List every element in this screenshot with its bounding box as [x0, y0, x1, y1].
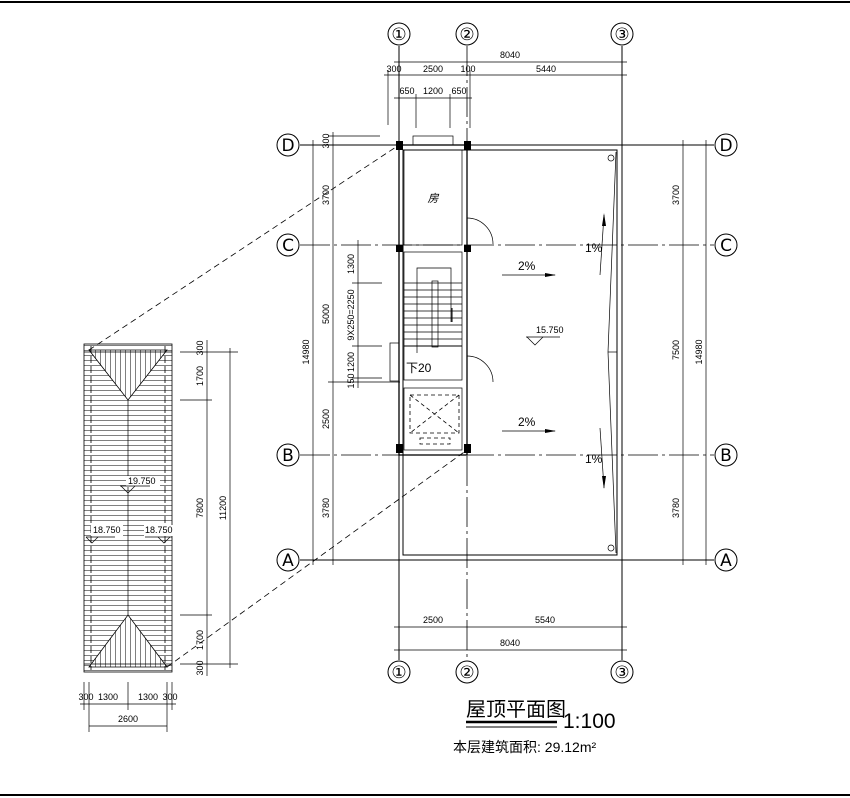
roof-elevation: 15.750	[536, 325, 564, 335]
drawing-title: 屋顶平面图	[466, 699, 566, 721]
svg-text:3700: 3700	[321, 185, 331, 205]
svg-text:1700: 1700	[195, 366, 205, 386]
projection-line	[88, 144, 400, 351]
stair-steps	[404, 267, 462, 353]
svg-text:5440: 5440	[536, 64, 556, 74]
svg-text:8040: 8040	[500, 638, 520, 648]
svg-text:A: A	[720, 551, 732, 571]
axis-bubble-B-right: B	[714, 443, 738, 467]
hip-roof-plan: 19.750 18.750 18.750 300 1700 7800 1700 …	[78, 340, 238, 732]
svg-text:1%: 1%	[585, 452, 603, 466]
svg-text:A: A	[282, 551, 294, 571]
floor-area-note: 本层建筑面积: 29.12m²	[453, 739, 596, 755]
svg-text:3700: 3700	[671, 185, 681, 205]
svg-text:②: ②	[459, 25, 474, 45]
svg-text:B: B	[282, 446, 294, 466]
slope-annotations: 2% 2% 1% 1% 15.750	[502, 213, 606, 489]
projection-line	[166, 449, 468, 668]
axis-bubble-1-top: ①	[387, 22, 411, 46]
svg-text:3780: 3780	[671, 498, 681, 518]
roof-drain-icon	[607, 154, 615, 162]
svg-text:14980: 14980	[694, 339, 704, 364]
axis-bubble-3-bottom: ③	[610, 660, 634, 684]
ridge-elevation: 19.750	[128, 476, 156, 486]
roof-drain-icon	[607, 544, 615, 552]
svg-text:14980: 14980	[301, 339, 311, 364]
svg-text:2%: 2%	[518, 415, 536, 429]
axis-grid	[300, 46, 714, 660]
dimensions-bottom: 2500 5540 8040	[394, 615, 627, 651]
svg-text:①: ①	[391, 25, 406, 45]
svg-text:7500: 7500	[671, 340, 681, 360]
svg-text:650: 650	[451, 86, 466, 96]
svg-text:C: C	[720, 236, 732, 256]
svg-text:1200: 1200	[346, 352, 356, 372]
dimensions-top: 8040 300 2500 100 5440 650 1200 650	[384, 50, 627, 128]
svg-text:D: D	[719, 136, 732, 156]
svg-text:2600: 2600	[118, 714, 138, 724]
svg-text:300: 300	[162, 692, 177, 702]
stair-core: 房 下20	[389, 135, 494, 456]
axis-bubble-D-left: D	[276, 133, 300, 157]
roof-parapet	[402, 149, 618, 556]
svg-text:7800: 7800	[195, 498, 205, 518]
svg-text:100: 100	[460, 64, 475, 74]
svg-text:150: 150	[346, 373, 356, 388]
svg-text:③: ③	[614, 663, 629, 683]
svg-text:B: B	[720, 446, 732, 466]
svg-text:①: ①	[391, 663, 406, 683]
dimensions-right: 3700 7500 3780 14980	[671, 140, 707, 565]
svg-text:300: 300	[195, 340, 205, 355]
svg-text:3780: 3780	[321, 498, 331, 518]
axis-bubble-C-right: C	[714, 233, 738, 257]
axis-bubble-2-bottom: ②	[455, 660, 479, 684]
axis-bubble-D-right: D	[714, 133, 738, 157]
svg-text:③: ③	[614, 25, 629, 45]
svg-text:9X250=2250: 9X250=2250	[346, 289, 356, 340]
room-label: 房	[428, 192, 440, 205]
svg-text:2%: 2%	[518, 259, 536, 273]
door-swing	[466, 217, 494, 245]
axis-bubble-2-top: ②	[455, 22, 479, 46]
axis-bubble-A-right: A	[714, 548, 738, 572]
svg-text:1300: 1300	[138, 692, 158, 702]
drawing-scale: 1:100	[563, 710, 616, 733]
svg-text:②: ②	[459, 663, 474, 683]
svg-text:300: 300	[321, 133, 331, 148]
window	[389, 342, 400, 382]
svg-text:5000: 5000	[321, 304, 331, 324]
svg-text:300: 300	[386, 64, 401, 74]
canopy	[412, 135, 454, 146]
eave-elevation-left: 18.750	[93, 525, 121, 535]
drawing-title-block: 屋顶平面图 1:100 本层建筑面积: 29.12m²	[453, 699, 616, 755]
svg-text:C: C	[282, 236, 294, 256]
svg-text:300: 300	[78, 692, 93, 702]
dimensions-left: 14980 300 3700 5000 2500 3780 1300 9X250…	[301, 132, 400, 565]
svg-text:1300: 1300	[98, 692, 118, 702]
svg-text:8040: 8040	[500, 50, 520, 60]
axis-bubble-A-left: A	[276, 548, 300, 572]
axis-bubble-1-bottom: ①	[387, 660, 411, 684]
svg-text:5540: 5540	[535, 615, 555, 625]
svg-text:1%: 1%	[585, 241, 603, 255]
svg-text:300: 300	[195, 660, 205, 675]
svg-text:1700: 1700	[195, 630, 205, 650]
axis-bubble-B-left: B	[276, 443, 300, 467]
eave-elevation-right: 18.750	[145, 525, 173, 535]
svg-text:11200: 11200	[218, 496, 228, 520]
svg-text:650: 650	[399, 86, 414, 96]
axis-bubble-3-top: ③	[610, 22, 634, 46]
svg-text:1200: 1200	[423, 86, 443, 96]
door-swing	[466, 355, 494, 383]
stair-label: 下20	[406, 361, 432, 375]
axis-bubble-C-left: C	[276, 233, 300, 257]
svg-text:2500: 2500	[423, 64, 443, 74]
svg-text:2500: 2500	[423, 615, 443, 625]
svg-text:1300: 1300	[346, 254, 356, 274]
roof-hatch	[409, 394, 460, 434]
handrail	[431, 280, 439, 348]
svg-text:2500: 2500	[321, 409, 331, 429]
svg-text:D: D	[281, 136, 294, 156]
